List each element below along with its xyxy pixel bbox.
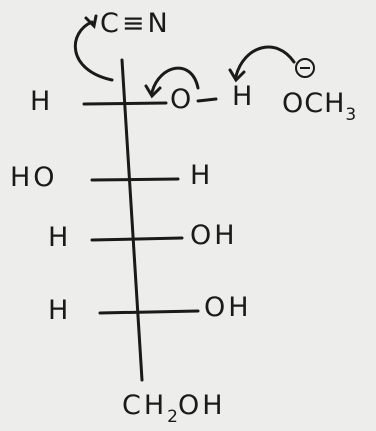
row-1-extra-h: H bbox=[232, 81, 256, 112]
row-2-right: H bbox=[190, 160, 214, 191]
arrow-nitrile-head bbox=[84, 14, 98, 30]
backbone-line bbox=[120, 58, 144, 382]
negative-charge-icon bbox=[295, 58, 315, 78]
bond-row-3 bbox=[90, 236, 184, 242]
arrow-nitrile-curve bbox=[73, 20, 114, 82]
arrow-methoxide-curve bbox=[234, 45, 296, 78]
row-3-left: H bbox=[48, 222, 72, 253]
arrow-methoxide-head bbox=[228, 68, 246, 83]
arrow-oh-head bbox=[144, 84, 162, 99]
arrow-oh-curve bbox=[150, 66, 200, 94]
bond-row-1 bbox=[82, 101, 168, 106]
o-h-bond bbox=[196, 97, 218, 103]
nitrile-group: C≡N bbox=[100, 8, 171, 39]
row-4-right: OH bbox=[204, 292, 252, 323]
row-1-right: O bbox=[170, 84, 195, 115]
row-4-left: H bbox=[48, 295, 72, 326]
row-3-right: OH bbox=[190, 220, 238, 251]
row-2-left: HO bbox=[10, 162, 58, 193]
row-1-left: H bbox=[30, 86, 54, 117]
bond-row-4 bbox=[98, 309, 200, 315]
methoxide-reagent: OCH3 bbox=[282, 88, 357, 125]
bottom-group: CH2OH bbox=[122, 390, 226, 427]
bond-row-2 bbox=[90, 177, 180, 182]
